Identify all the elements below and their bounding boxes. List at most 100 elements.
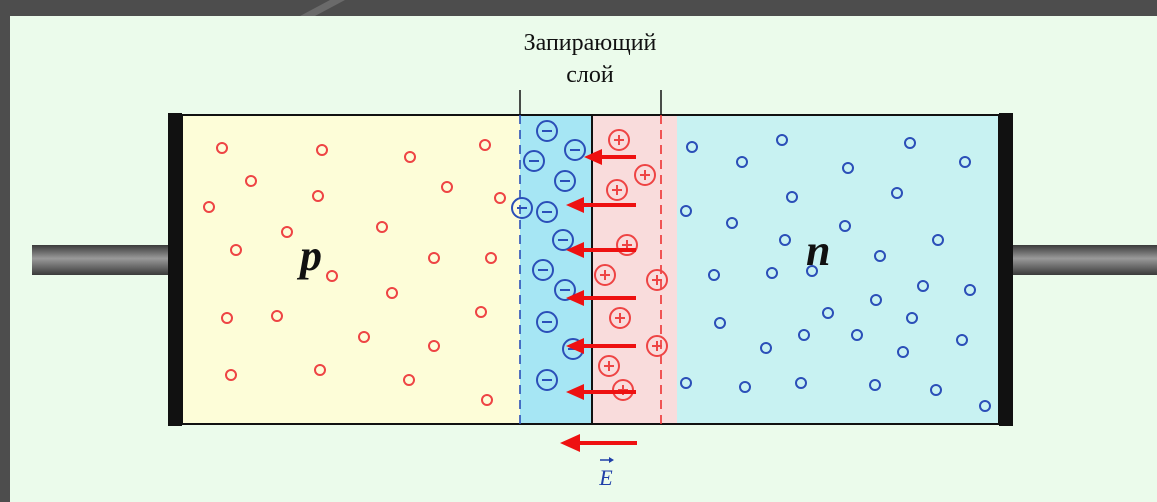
negative-ion	[536, 201, 558, 223]
electron-carrier	[686, 141, 698, 153]
electron-carrier	[736, 156, 748, 168]
field-arrow	[566, 384, 636, 400]
hole-carrier	[479, 139, 491, 151]
hole-carrier	[475, 306, 487, 318]
p-region-label: p	[296, 231, 322, 280]
left-contact	[168, 113, 182, 426]
electron-carrier	[964, 284, 976, 296]
field-arrow	[566, 290, 636, 306]
electron-carrier	[891, 187, 903, 199]
negative-ion	[552, 229, 574, 251]
positive-ion	[594, 264, 616, 286]
hole-carrier	[230, 244, 242, 256]
hole-carrier	[485, 252, 497, 264]
hole-carrier	[404, 151, 416, 163]
electron-carrier	[776, 134, 788, 146]
electron-carrier	[904, 137, 916, 149]
depletion-negative-region	[520, 115, 592, 424]
hole-carrier	[428, 252, 440, 264]
electron-carrier	[680, 205, 692, 217]
hole-carrier	[403, 374, 415, 386]
positive-ion	[606, 179, 628, 201]
negative-ion	[564, 139, 586, 161]
hole-carrier	[314, 364, 326, 376]
electron-carrier	[870, 294, 882, 306]
electron-carrier	[932, 234, 944, 246]
electron-carrier	[930, 384, 942, 396]
electron-carrier	[798, 329, 810, 341]
negative-ion	[554, 170, 576, 192]
electron-carrier	[897, 346, 909, 358]
electron-carrier	[766, 267, 778, 279]
electron-carrier	[874, 250, 886, 262]
field-label: E	[598, 465, 613, 490]
p-region	[182, 115, 520, 424]
negative-ion	[523, 150, 545, 172]
hole-carrier	[428, 340, 440, 352]
field-arrow	[566, 197, 636, 213]
hole-carrier	[216, 142, 228, 154]
hole-carrier	[326, 270, 338, 282]
positive-ion	[608, 129, 630, 151]
hole-carrier	[203, 201, 215, 213]
electron-carrier	[714, 317, 726, 329]
electron-carrier	[786, 191, 798, 203]
positive-ion	[598, 355, 620, 377]
negative-ion	[554, 279, 576, 301]
hole-carrier	[312, 190, 324, 202]
electron-carrier	[822, 307, 834, 319]
hole-carrier	[221, 312, 233, 324]
depletion-positive-region	[592, 115, 677, 424]
electron-carrier	[869, 379, 881, 391]
positive-ion	[646, 335, 668, 357]
hole-carrier	[386, 287, 398, 299]
electron-carrier	[795, 377, 807, 389]
hole-carrier	[358, 331, 370, 343]
left-lead-wire	[32, 245, 170, 275]
depletion-layer-title-line1: Запирающий	[524, 30, 657, 56]
hole-carrier	[316, 144, 328, 156]
hole-carrier	[376, 221, 388, 233]
hole-carrier	[281, 226, 293, 238]
negative-ion	[536, 311, 558, 333]
hole-carrier	[225, 369, 237, 381]
electron-carrier	[739, 381, 751, 393]
positive-ion	[609, 307, 631, 329]
right-lead-wire	[1010, 245, 1157, 275]
n-region	[677, 115, 999, 424]
field-arrow-head	[560, 434, 580, 452]
electron-carrier	[806, 265, 818, 277]
electron-carrier	[851, 329, 863, 341]
electron-carrier	[956, 334, 968, 346]
negative-ion	[536, 369, 558, 391]
hole-carrier	[271, 310, 283, 322]
electron-carrier	[680, 377, 692, 389]
electron-carrier	[979, 400, 991, 412]
hole-carrier	[441, 181, 453, 193]
negative-ion	[532, 259, 554, 281]
right-contact	[999, 113, 1013, 426]
electron-carrier	[959, 156, 971, 168]
hole-carrier	[245, 175, 257, 187]
negative-ion	[511, 197, 533, 219]
slide-corner-accent	[300, 0, 345, 16]
electron-carrier	[779, 234, 791, 246]
electron-carrier	[760, 342, 772, 354]
electron-carrier	[839, 220, 851, 232]
field-vector-bar-tip	[609, 457, 614, 463]
negative-ion	[536, 120, 558, 142]
field-arrow	[584, 149, 636, 165]
electron-carrier	[842, 162, 854, 174]
electron-carrier	[708, 269, 720, 281]
field-arrow	[566, 242, 636, 258]
electron-carrier	[906, 312, 918, 324]
hole-carrier	[481, 394, 493, 406]
electron-carrier	[726, 217, 738, 229]
hole-carrier	[494, 192, 506, 204]
positive-ion	[646, 269, 668, 291]
positive-ion	[634, 164, 656, 186]
depletion-layer-title-line2: слой	[566, 62, 614, 88]
electron-carrier	[917, 280, 929, 292]
field-arrow	[566, 338, 636, 354]
